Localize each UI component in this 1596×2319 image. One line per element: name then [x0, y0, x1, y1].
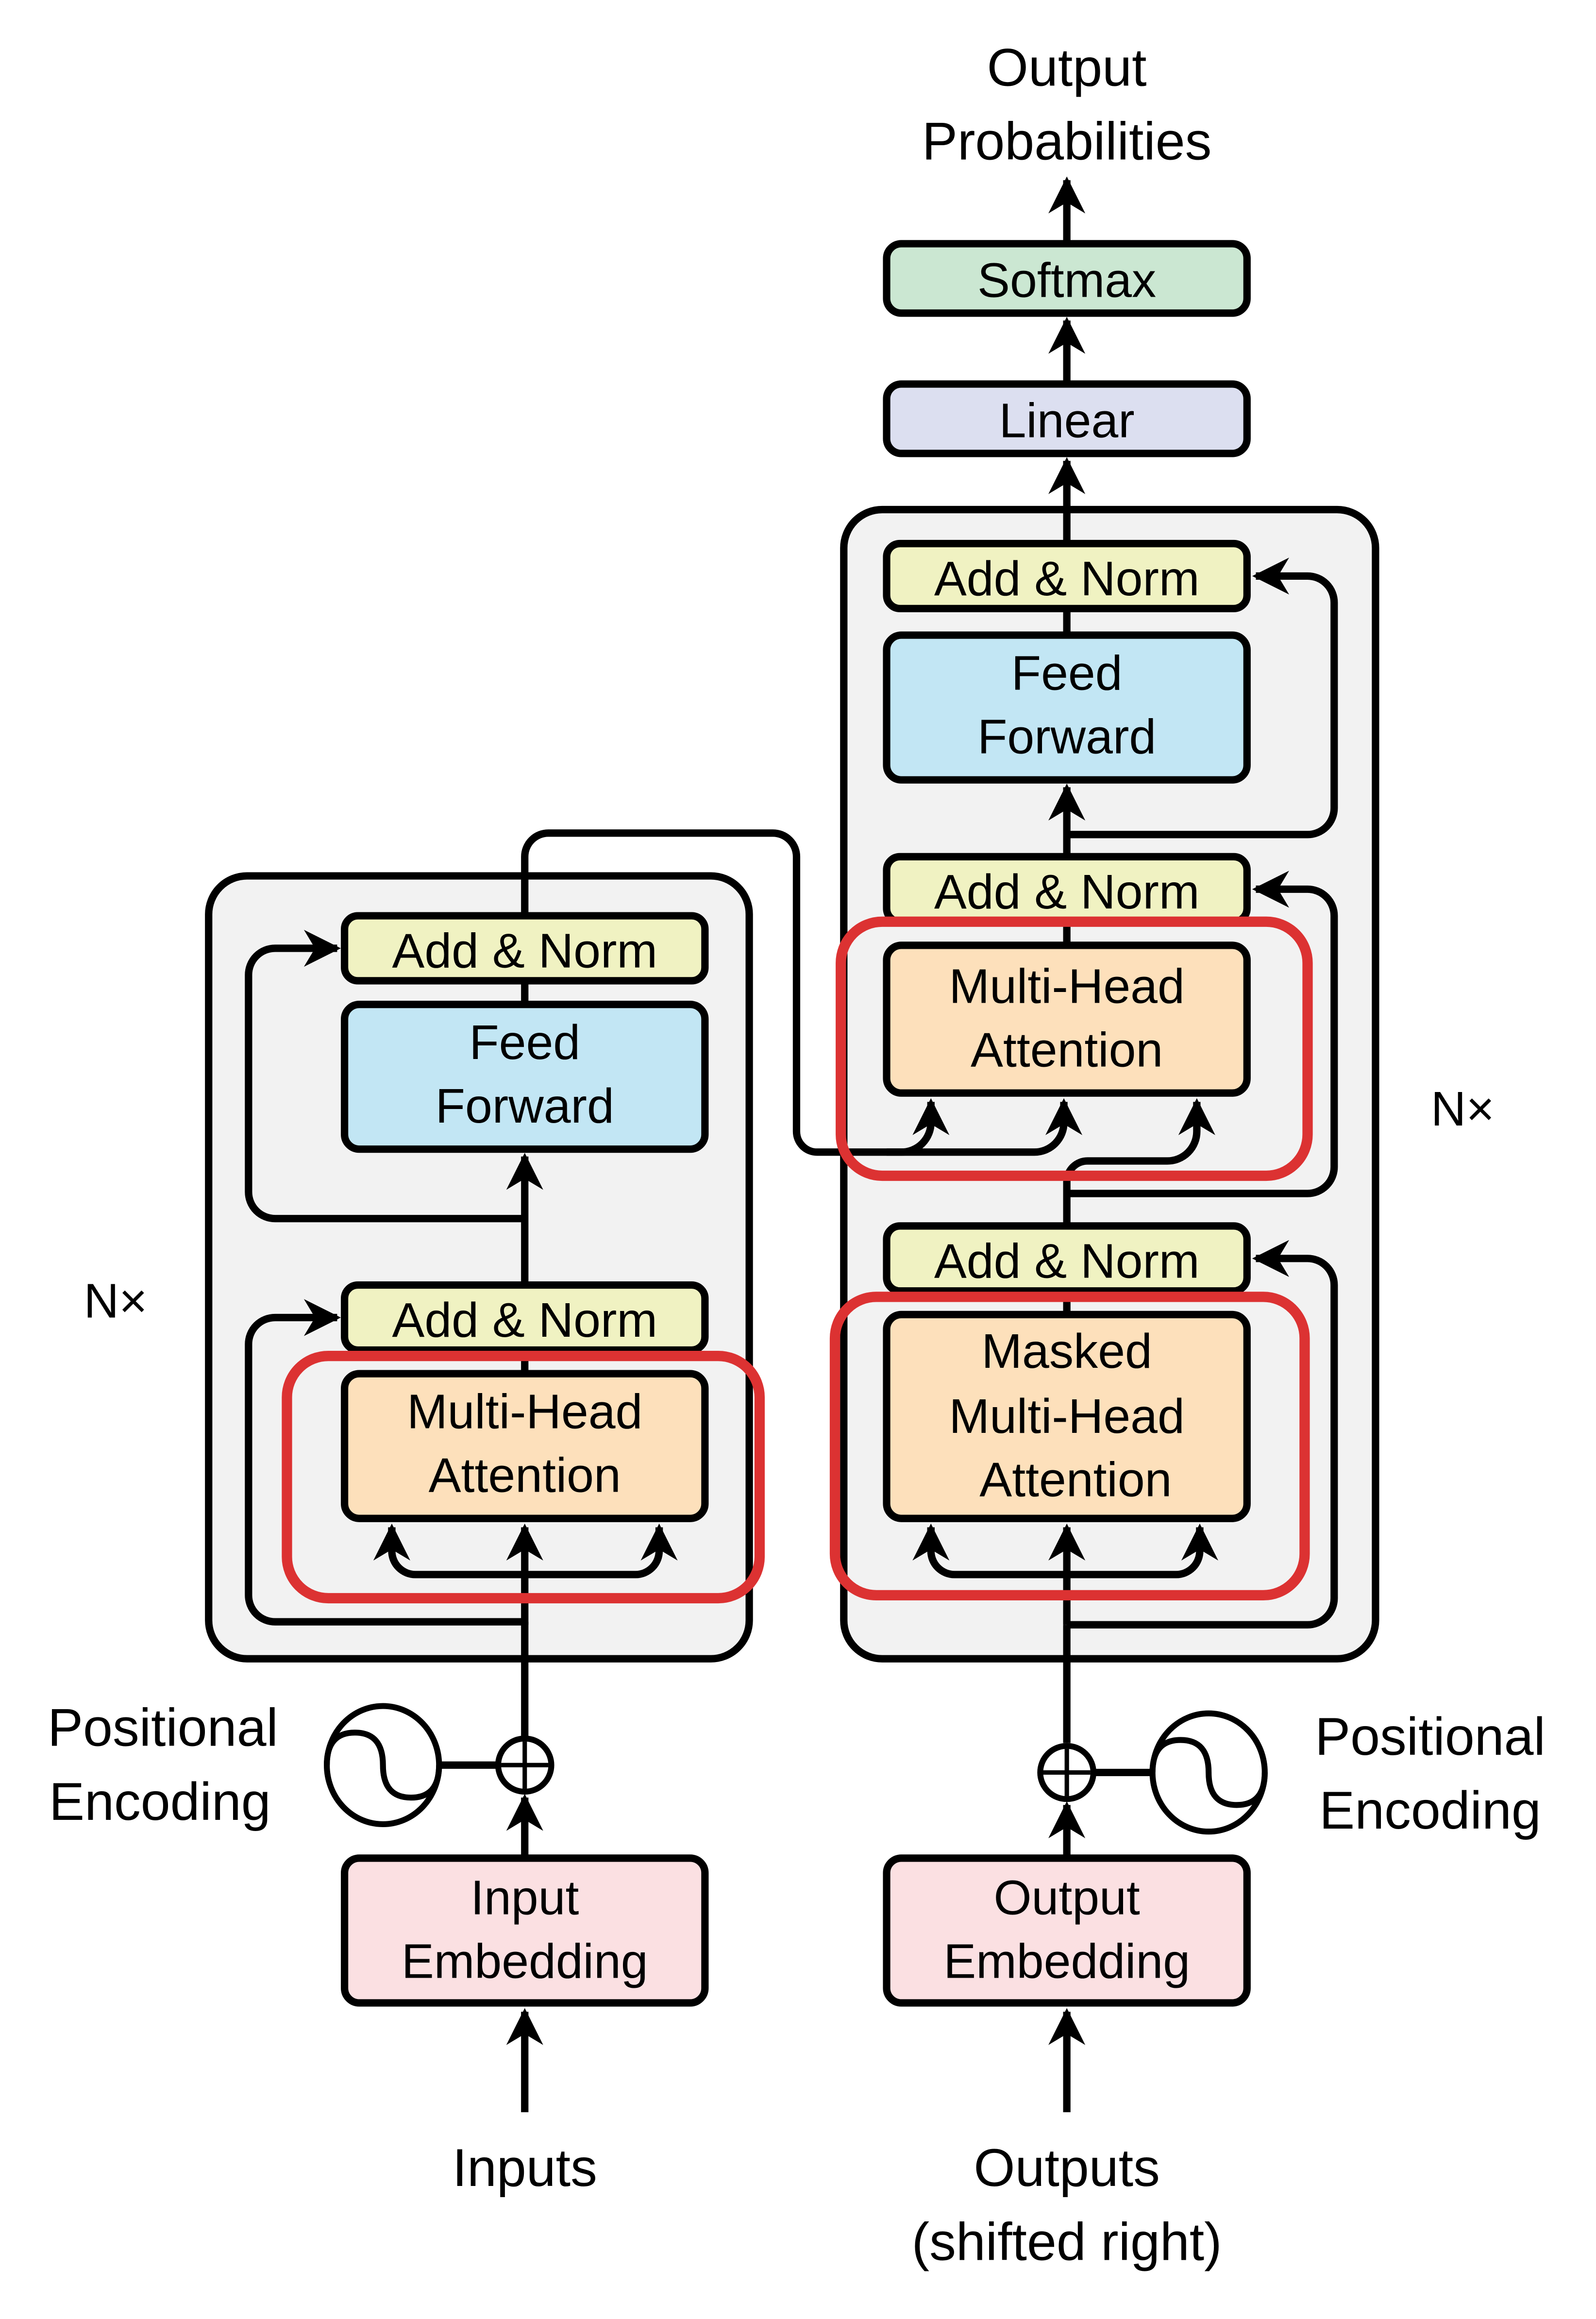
encoder-plus-glyph: [501, 1741, 549, 1789]
outputs-label-1: Outputs: [974, 2138, 1159, 2198]
encoder-add-norm-bottom-label: Add & Norm: [392, 1293, 657, 1347]
input-embedding-label-2: Embedding: [402, 1934, 648, 1988]
decoder-feed-forward-label-2: Forward: [977, 709, 1156, 764]
decoder-masked-attention-label-3: Attention: [979, 1453, 1172, 1507]
encoder-attention: [340, 1370, 709, 1522]
output-probabilities-label: Output: [987, 38, 1147, 97]
encoder-feed-forward-label-1: Feed: [469, 1015, 580, 1070]
residual-dec-ff: [1067, 557, 1338, 839]
decoder-masked-attention-highlight: [829, 1292, 1310, 1601]
decoder-masked-attention-label-2: Multi-Head: [949, 1389, 1184, 1444]
output-embedding-box: [883, 1854, 1251, 2007]
decoder-masked-attention-label-1: Masked: [981, 1324, 1152, 1378]
enc-attn-kv: [388, 1527, 663, 1579]
input-embedding-label-1: Input: [470, 1870, 579, 1925]
output-embedding-label-2: Embedding: [943, 1934, 1190, 1988]
encoder-attention-label-1: Multi-Head: [407, 1385, 642, 1439]
decoder-add-norm-mid-label: Add & Norm: [934, 865, 1200, 919]
encoder-feed-forward: [340, 1000, 709, 1153]
output-embedding-label-1: Output: [993, 1870, 1140, 1925]
encoder-attention-label-2: Attention: [429, 1448, 621, 1502]
output-probabilities-label-2: Probabilities: [922, 112, 1211, 171]
residual-dec-cross: [1067, 871, 1338, 1197]
encoder-sine-glyph: [324, 1730, 442, 1801]
linear-label: Linear: [999, 393, 1135, 448]
masked-attn-kv: [927, 1527, 1204, 1579]
linear-box: [883, 380, 1251, 457]
decoder-feed-forward-label-1: Feed: [1011, 646, 1123, 701]
decoder-add-norm-bottom-label: Add & Norm: [934, 1234, 1200, 1288]
decoder-cross-attention: [883, 941, 1251, 1097]
decoder-masked-attention: [883, 1311, 1251, 1522]
inputs-label: Inputs: [453, 2138, 597, 2198]
decoder-add-norm-top-label: Add & Norm: [934, 552, 1200, 606]
decoder-cross-attention-label-1: Multi-Head: [949, 959, 1184, 1014]
decoder-cross-attention-highlight: [836, 916, 1313, 1181]
input-embedding-box: [340, 1854, 709, 2007]
encoder-to-decoder-wire-v: [887, 1098, 1083, 1156]
encoder-to-decoder-wire: [521, 829, 950, 1156]
decoder-repeat-label: N×: [1431, 1082, 1495, 1136]
softmax-box: [883, 240, 1251, 317]
decoder-feed-forward: [883, 631, 1251, 784]
encoder-pos-enc-label-2: Encoding: [49, 1772, 271, 1832]
encoder-feed-forward-label-2: Forward: [436, 1079, 614, 1133]
residual-enc-attn: [245, 1299, 525, 1626]
decoder-pos-enc-label-1: Positional: [1315, 1707, 1546, 1766]
decoder-plus-glyph: [1043, 1748, 1091, 1797]
outputs-label-2: (shifted right): [912, 2212, 1222, 2271]
encoder-repeat-label: N×: [84, 1274, 148, 1328]
decoder-pos-enc-label-2: Encoding: [1319, 1781, 1541, 1840]
decoder-cross-attention-label-2: Attention: [971, 1023, 1163, 1077]
decoder-sine-glyph: [1149, 1737, 1268, 1808]
softmax-label: Softmax: [977, 253, 1156, 307]
encoder-add-norm-top-label: Add & Norm: [392, 924, 657, 978]
residual-enc-ff: [245, 929, 525, 1223]
residual-dec-masked: [1067, 1240, 1338, 1629]
encoder-attention-highlight: [282, 1350, 765, 1604]
encoder-pos-enc-label-1: Positional: [48, 1698, 278, 1758]
